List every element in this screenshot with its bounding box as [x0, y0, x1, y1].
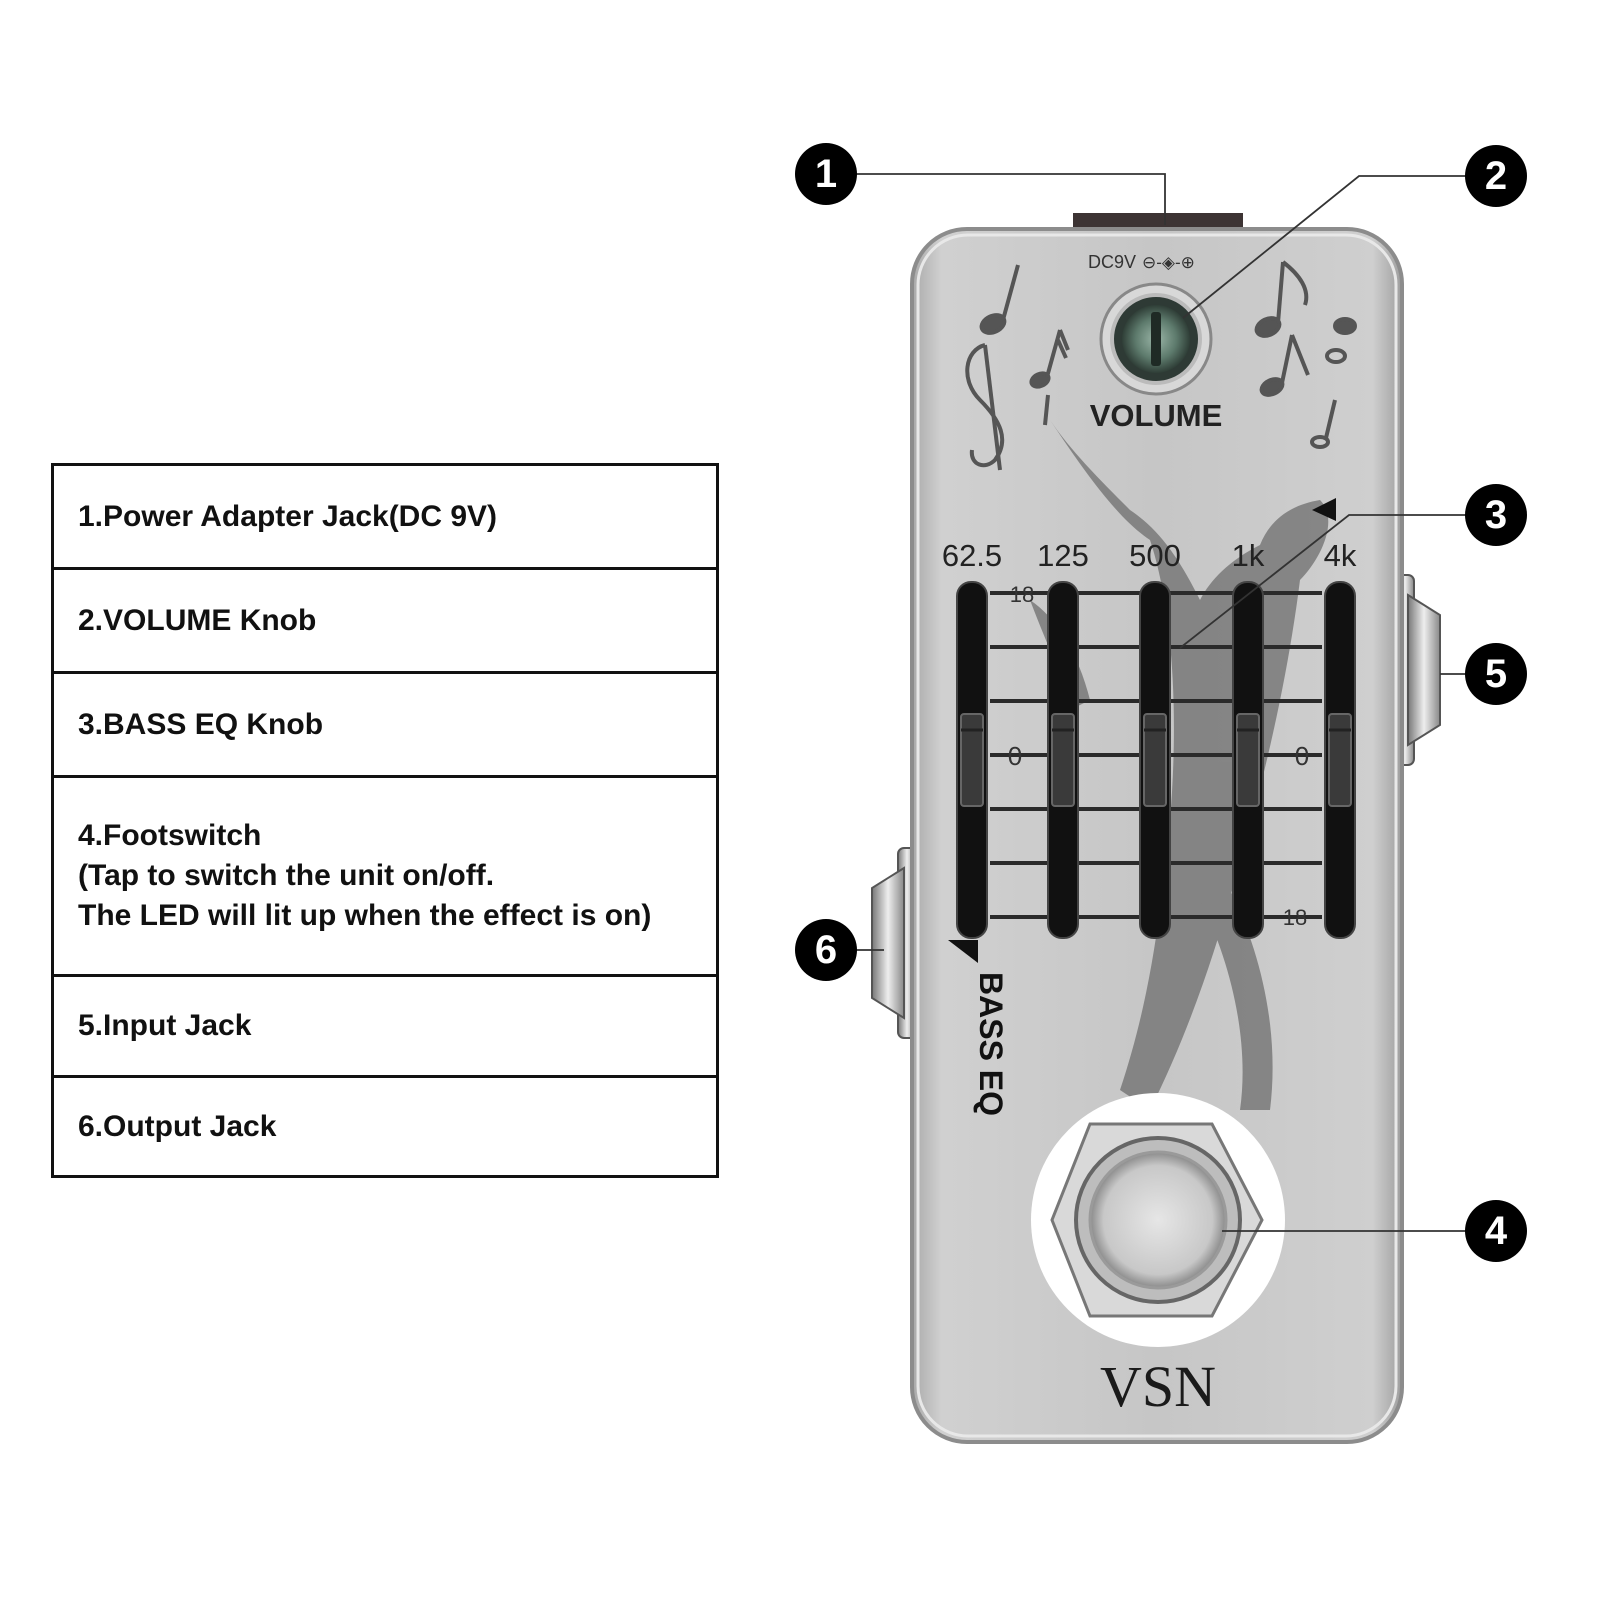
eq-band-label: 1k	[1232, 538, 1265, 573]
eq-arrow-bottom	[948, 940, 978, 963]
legend-text: 1.Power Adapter Jack(DC 9V)	[78, 499, 498, 533]
callout-badge-1: 1	[795, 143, 857, 205]
legend-text: 5.Input Jack	[78, 1009, 252, 1042]
eq-slider-cap	[1328, 713, 1352, 807]
eq-band-label: 500	[1129, 538, 1181, 573]
output-jack	[871, 847, 917, 1039]
eq-slider-cap	[1236, 713, 1260, 807]
legend-row-input-jack: 5.Input Jack	[54, 977, 716, 1078]
callout-badge-4: 4	[1465, 1200, 1527, 1262]
music-notes-decoration	[965, 260, 1357, 471]
legend-row-power-jack: 1.Power Adapter Jack(DC 9V)	[54, 466, 716, 570]
eq-slider-cap	[960, 713, 984, 807]
legend-text: The LED will lit up when the effect is o…	[78, 899, 652, 932]
eq-arrow-top	[1312, 498, 1336, 521]
legend-row-output-jack: 6.Output Jack	[54, 1078, 716, 1175]
callout-badge-5: 5	[1465, 643, 1527, 705]
eq-slider-cap	[1051, 713, 1075, 807]
volume-label: VOLUME	[1090, 398, 1223, 433]
callout-leader-lines	[855, 173, 1468, 1232]
footswitch	[1031, 1093, 1285, 1347]
bass-eq-label: BASS EQ	[973, 972, 1009, 1116]
power-jack	[1073, 213, 1243, 229]
legend-text: (Tap to switch the unit on/off.	[78, 859, 495, 892]
callout-badge-3: 3	[1465, 484, 1527, 546]
eq-slider-cap	[1143, 713, 1167, 807]
legend-table: 1.Power Adapter Jack(DC 9V) 2.VOLUME Kno…	[51, 463, 719, 1178]
callout-badge-2: 2	[1465, 145, 1527, 207]
eq-band-label: 4k	[1324, 538, 1357, 573]
polarity-symbol: ⊖-◈-⊕	[1142, 253, 1195, 272]
power-label: DC9V	[1088, 252, 1136, 272]
legend-row-bass-eq-knob: 3.BASS EQ Knob	[54, 674, 716, 778]
bass-eq-section: 62.5 125 500 1k 4k 18 0 0 18	[942, 538, 1357, 939]
legend-row-footswitch: 4.Footswitch (Tap to switch the unit on/…	[54, 778, 716, 977]
eq-band-label: 125	[1037, 538, 1089, 573]
eq-scale-mid-label-right: 0	[1295, 741, 1309, 771]
brand-logo: VSN	[1100, 1354, 1216, 1419]
eq-band-label: 62.5	[942, 538, 1002, 573]
legend-text: 4.Footswitch	[78, 819, 262, 852]
legend-row-volume-knob: 2.VOLUME Knob	[54, 570, 716, 674]
legend-text: 6.Output Jack	[78, 1109, 277, 1143]
legend-text: 3.BASS EQ Knob	[78, 707, 324, 741]
legend-text: 2.VOLUME Knob	[78, 603, 317, 637]
volume-knob	[1099, 282, 1213, 396]
eq-scale-mid-label: 0	[1008, 741, 1022, 771]
callout-badge-6: 6	[795, 919, 857, 981]
eq-scale-bottom-label: 18	[1283, 905, 1307, 930]
eq-scale-top-label: 18	[1010, 582, 1034, 607]
